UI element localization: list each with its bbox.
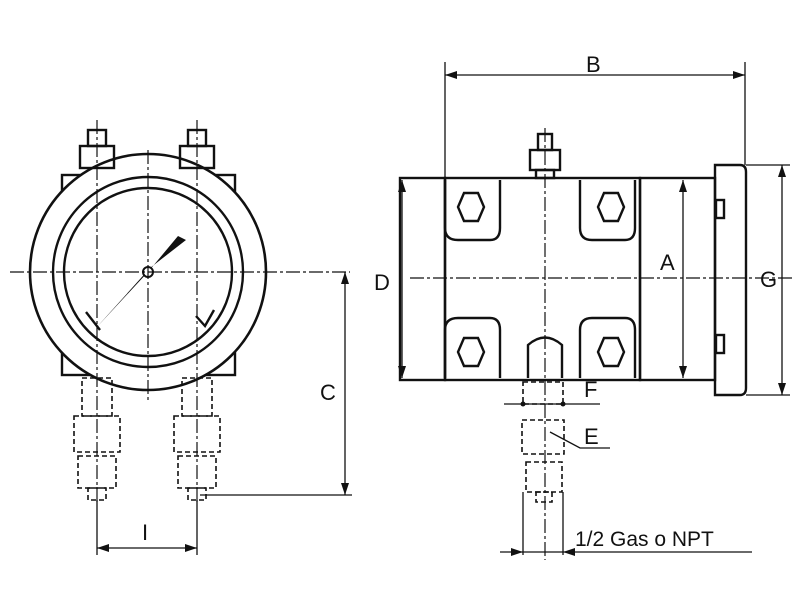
dimension-b-line [444,62,746,178]
dimension-label-d: D [374,270,390,295]
dimension-label-i: I [142,520,148,545]
dimension-label-f: F [584,377,597,402]
bolt-pocket-bottom-left [443,316,502,378]
dimension-label-a: A [660,250,675,275]
dimension-label-b: B [586,52,601,77]
main-body [443,176,642,382]
connection-dimension-line [500,492,752,555]
bolt-pocket-top-right [578,180,637,242]
bolt-hex-icon [596,336,626,368]
dimension-i-arrows [97,544,197,552]
case-section [638,176,717,382]
bottom-connection-fitting [521,381,565,503]
flange-lug-bottom [714,333,726,355]
dimension-c-line [200,272,352,496]
gauge-flange [713,163,748,397]
dimension-g-line [746,164,790,396]
bolt-hex-icon [456,191,486,223]
front-view-gauge: C I [10,120,352,555]
dimension-label-c: C [320,380,336,405]
dimension-label-g: G [760,267,777,292]
connection-note: 1/2 Gas o NPT [575,528,714,551]
bolt-pocket-bottom-right [578,316,637,378]
bolt-pocket-top-left [443,180,502,242]
side-view-body: B D A G F E 1/2 Gas o NPT [374,52,792,560]
leader-e-line [549,431,610,449]
bolt-hex-icon [596,191,626,223]
left-cover [398,176,447,382]
flange-lug-top [714,198,726,220]
dimension-f-dot [560,401,566,407]
bolt-hex-icon [456,336,486,368]
dial-scale-right-mark [195,309,216,329]
gauge-needle [96,236,186,328]
dial-scale-left-mark [85,311,101,331]
dimension-f-dot [520,401,526,407]
dimension-i-line [96,500,198,555]
fitting-centerlines [96,120,198,505]
dimension-label-e: E [584,424,599,449]
